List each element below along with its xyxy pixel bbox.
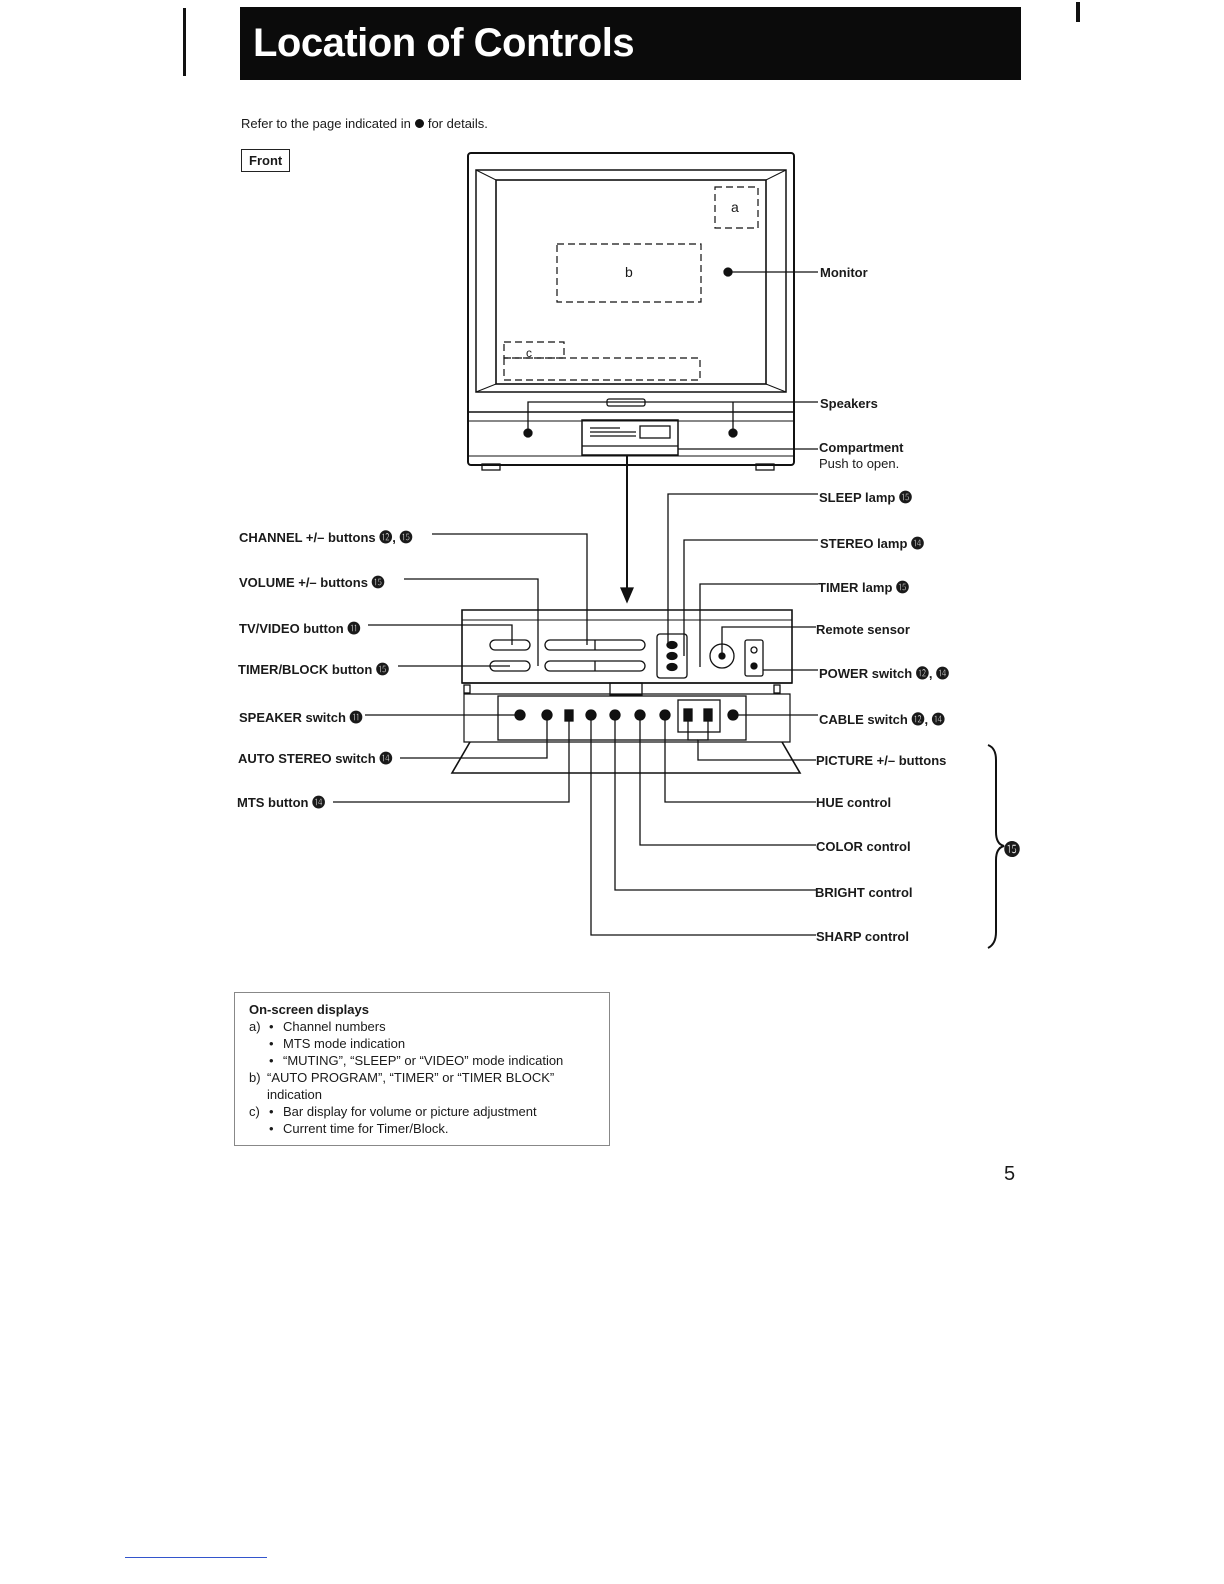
label-compartment: Compartment bbox=[819, 440, 904, 455]
note-tag-a: a) bbox=[249, 1019, 261, 1034]
label-sharp-control: SHARP control bbox=[816, 929, 909, 944]
mts-button-page-ref: ⓮ bbox=[312, 795, 326, 810]
label-volume-buttons-text: VOLUME +/– buttons bbox=[239, 575, 368, 590]
label-power-switch: POWER switch ⓬, ⓮ bbox=[819, 663, 949, 682]
label-cable-switch-text: CABLE switch bbox=[819, 712, 908, 727]
margin-change-bar bbox=[183, 8, 186, 76]
power-switch-page-ref: ⓬, ⓮ bbox=[915, 666, 950, 681]
sleep-lamp-page-ref: ⓯ bbox=[898, 490, 912, 505]
bullet-icon: • bbox=[269, 1104, 274, 1119]
control-panel bbox=[450, 609, 802, 774]
volume-buttons-page-ref: ⓯ bbox=[371, 575, 385, 590]
label-speakers: Speakers bbox=[820, 396, 878, 411]
label-sleep-lamp: SLEEP lamp ⓯ bbox=[819, 487, 912, 506]
channel-buttons-page-ref: ⓬, ⓯ bbox=[379, 530, 413, 545]
label-sleep-lamp-text: SLEEP lamp bbox=[819, 490, 896, 505]
label-speaker-switch: SPEAKER switch ⓫ bbox=[239, 707, 363, 726]
page-number: 5 bbox=[1004, 1163, 1016, 1185]
stereo-lamp-page-ref: ⓮ bbox=[911, 536, 925, 551]
note-row-c2: • Current time for Timer/Block. bbox=[249, 1120, 609, 1137]
page-title: Location of Controls bbox=[253, 21, 635, 65]
label-timer-lamp-text: TIMER lamp bbox=[818, 580, 893, 595]
cable-switch-page-ref: ⓬, ⓮ bbox=[911, 712, 945, 727]
note-tag-b: b) bbox=[249, 1070, 261, 1085]
note-row-c1: c) • Bar display for volume or picture adj… bbox=[249, 1103, 609, 1120]
tvvideo-button-page-ref: ⓫ bbox=[347, 621, 361, 636]
note-c2: Current time for Timer/Block. bbox=[283, 1121, 449, 1136]
label-volume-buttons: VOLUME +/– buttons ⓯ bbox=[239, 572, 385, 591]
note-row-b2: indication bbox=[249, 1086, 609, 1103]
footer-rule bbox=[125, 1557, 267, 1558]
label-auto-stereo-switch: AUTO STEREO switch ⓮ bbox=[238, 748, 392, 767]
speaker-switch-page-ref: ⓫ bbox=[349, 710, 363, 725]
label-stereo-lamp: STEREO lamp ⓮ bbox=[820, 533, 924, 552]
timerblock-button-page-ref: ⓯ bbox=[375, 662, 389, 677]
onscreen-display-areas bbox=[503, 186, 759, 381]
label-monitor: Monitor bbox=[820, 265, 868, 280]
label-power-switch-text: POWER switch bbox=[819, 666, 913, 681]
bullet-icon: • bbox=[269, 1121, 274, 1136]
margin-tick-mark bbox=[1076, 2, 1080, 22]
intro-text-after: for details. bbox=[427, 116, 488, 131]
intro-text-before: Refer to the page indicated in bbox=[241, 116, 411, 131]
note-a3: “MUTING”, “SLEEP” or “VIDEO” mode indica… bbox=[283, 1053, 564, 1068]
note-a2: MTS mode indication bbox=[283, 1036, 406, 1051]
label-hue-control: HUE control bbox=[816, 795, 892, 810]
screen-area-b-label: b bbox=[625, 264, 633, 280]
note-a1: Channel numbers bbox=[283, 1019, 386, 1034]
label-speaker-switch-text: SPEAKER switch bbox=[239, 710, 346, 725]
intro-text: Refer to the page indicated in for detail… bbox=[241, 116, 488, 131]
label-compartment-note: Push to open. bbox=[819, 456, 900, 471]
screen-area-a-label: a bbox=[731, 199, 739, 215]
label-mts-button-text: MTS button bbox=[237, 795, 309, 810]
note-b2: indication bbox=[267, 1087, 322, 1102]
note-row-a2: • MTS mode indication bbox=[249, 1035, 609, 1052]
label-tvvideo-button-text: TV/VIDEO button bbox=[239, 621, 344, 636]
bullet-icon: • bbox=[269, 1036, 274, 1051]
label-bright-control: BRIGHT control bbox=[815, 885, 913, 900]
label-color-control: COLOR control bbox=[816, 839, 911, 854]
note-row-b1: b) “AUTO PROGRAM”, “TIMER” or “TIMER BLOC… bbox=[249, 1069, 609, 1086]
note-b1: “AUTO PROGRAM”, “TIMER” or “TIMER BLOCK” bbox=[267, 1070, 555, 1085]
label-timerblock-button: TIMER/BLOCK button ⓯ bbox=[238, 659, 389, 678]
onscreen-displays-heading: On-screen displays bbox=[249, 1002, 369, 1017]
label-timerblock-button-text: TIMER/BLOCK button bbox=[238, 662, 373, 677]
timer-lamp-page-ref: ⓯ bbox=[896, 580, 910, 595]
label-stereo-lamp-text: STEREO lamp bbox=[820, 536, 908, 551]
page-reference-dot-icon bbox=[414, 119, 424, 128]
label-channel-buttons: CHANNEL +/– buttons ⓬, ⓯ bbox=[239, 527, 413, 546]
label-timer-lamp: TIMER lamp ⓯ bbox=[818, 577, 909, 596]
bullet-icon: • bbox=[269, 1053, 274, 1068]
label-channel-buttons-text: CHANNEL +/– buttons bbox=[239, 530, 376, 545]
label-picture-buttons: PICTURE +/– buttons bbox=[816, 753, 947, 768]
note-row-a3: • “MUTING”, “SLEEP” or “VIDEO” mode indic… bbox=[249, 1052, 609, 1069]
page-title-bar: Location of Controls bbox=[240, 7, 1021, 80]
note-row-a1: a) • Channel numbers bbox=[249, 1018, 609, 1035]
section-label-front: Front bbox=[241, 149, 291, 172]
auto-stereo-switch-page-ref: ⓮ bbox=[379, 751, 393, 766]
note-c1: Bar display for volume or picture adjust… bbox=[283, 1104, 537, 1119]
note-tag-c: c) bbox=[249, 1104, 260, 1119]
label-mts-button: MTS button ⓮ bbox=[237, 792, 325, 811]
label-cable-switch: CABLE switch ⓬, ⓮ bbox=[819, 709, 945, 728]
tv-cabinet bbox=[467, 152, 795, 471]
label-auto-stereo-switch-text: AUTO STEREO switch bbox=[238, 751, 376, 766]
bracket-page-ref: ⓯ bbox=[1004, 842, 1021, 859]
label-tvvideo-button: TV/VIDEO button ⓫ bbox=[239, 618, 360, 637]
screen-area-c-label: c bbox=[526, 346, 532, 360]
onscreen-displays-note: On-screen displays a) • Channel numbers • M… bbox=[234, 992, 610, 1146]
label-remote-sensor: Remote sensor bbox=[816, 622, 910, 637]
bullet-icon: • bbox=[269, 1019, 274, 1034]
